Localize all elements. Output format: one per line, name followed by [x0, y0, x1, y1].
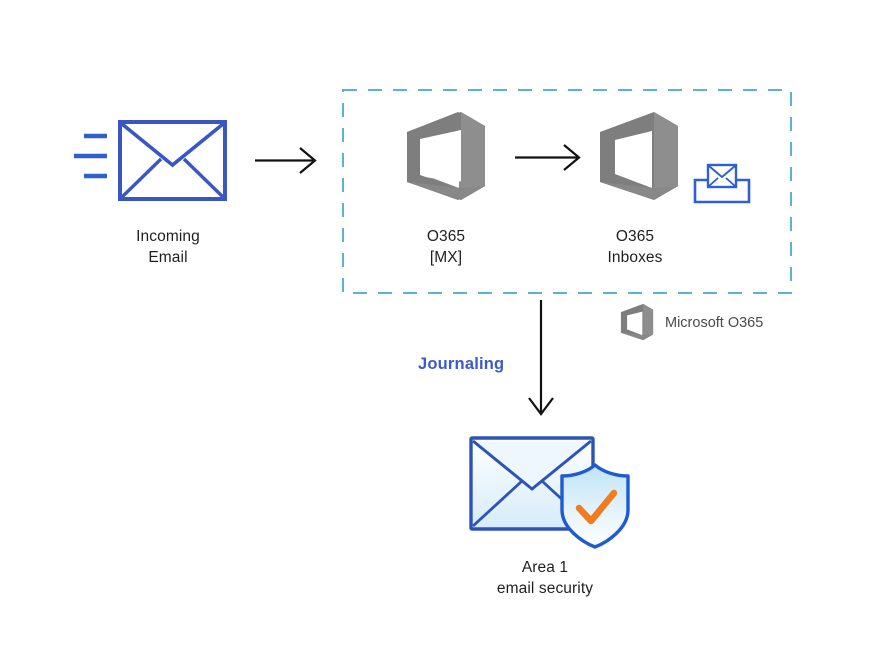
office365-logo-icon	[407, 112, 485, 200]
arrow-down-icon	[528, 300, 554, 416]
o365-aperture	[627, 311, 643, 336]
o365-mx-node[interactable]	[405, 110, 487, 202]
area1-envelope-flap	[472, 439, 592, 491]
shield-shape	[560, 463, 630, 549]
envelope-fold-right	[182, 157, 225, 199]
o365-aperture	[422, 131, 459, 188]
o365-side-face	[643, 303, 654, 341]
arrow-right-icon	[515, 144, 581, 171]
envelope-with-shield-check-icon	[469, 436, 630, 549]
area1-label: Area 1 email security	[455, 557, 635, 599]
dashed-rect	[342, 89, 792, 294]
area1-label-line2: email security	[496, 580, 594, 597]
o365-inboxes-label-line2: Inboxes	[607, 249, 663, 266]
area1-envelope-flap-fill	[475, 442, 589, 488]
o365-base-face	[620, 332, 654, 341]
area1-node[interactable]	[466, 432, 636, 550]
envelope-fold-left	[120, 157, 163, 199]
o365-base-face	[600, 182, 678, 200]
arrow-head	[563, 144, 581, 171]
edge-inboxes-to-area1	[524, 300, 564, 418]
inboxes-tray-node[interactable]	[692, 160, 752, 206]
legend-label: Microsoft O365	[665, 315, 764, 331]
o365-boundary-box	[342, 89, 792, 294]
edge-incoming-to-mx	[255, 143, 325, 178]
tray-envelope-fold-left	[708, 177, 719, 187]
office365-logo-icon	[600, 112, 678, 200]
inbox-tray-envelope-icon	[693, 163, 751, 204]
o365-inboxes-label-line1: O365	[615, 228, 655, 245]
o365-mx-label-line1: O365	[426, 228, 466, 245]
dashed-boundary-svg	[342, 89, 792, 294]
legend-o365-icon-wrap	[620, 303, 654, 341]
o365-base-face	[407, 182, 485, 200]
o365-side-face	[654, 112, 678, 200]
edge-mx-to-inboxes	[515, 140, 590, 175]
arrow-head	[299, 147, 317, 174]
tray-envelope-fold-right	[725, 177, 736, 187]
o365-aperture	[615, 131, 652, 188]
o365-mx-label-line2: [MX]	[429, 249, 463, 266]
check-icon	[575, 489, 618, 525]
envelope-with-motion-lines-icon	[74, 120, 227, 201]
area1-envelope-fold-left	[472, 479, 523, 528]
o365-inboxes-node[interactable]	[598, 110, 680, 202]
arrow-head	[528, 397, 554, 416]
tray-envelope-flap	[708, 165, 736, 179]
incoming-email-label-line2: Email	[148, 249, 188, 266]
incoming-email-node[interactable]	[72, 118, 232, 208]
o365-mx-label: O365 [MX]	[386, 226, 506, 268]
office365-logo-icon	[620, 303, 654, 341]
o365-side-face	[461, 112, 485, 200]
arrow-right-icon	[255, 147, 317, 174]
envelope-flap	[120, 122, 225, 168]
incoming-email-label-line1: Incoming	[136, 228, 200, 245]
area1-label-line1: Area 1	[521, 559, 569, 576]
journaling-label: Journaling	[418, 355, 505, 373]
